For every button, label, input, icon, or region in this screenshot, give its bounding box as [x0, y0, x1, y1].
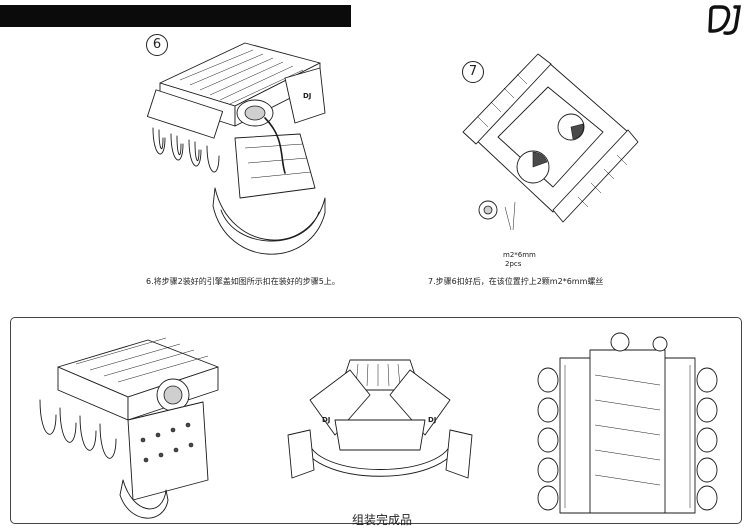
svg-text:DJ: DJ: [322, 416, 330, 424]
svg-text:DJ: DJ: [428, 416, 436, 424]
completed-engine-front-view: DJ DJ: [280, 340, 480, 508]
step-6-caption: 6.将步骤2装好的引擎盖如图所示扣在装好的步骤5上。: [146, 277, 340, 286]
step-6-engine-illustration: DJ: [135, 38, 345, 260]
step-7-caption: 7.步骤6扣好后，在该位置拧上2颗m2*6mm螺丝: [428, 277, 604, 286]
brand-logo: DJ: [705, 2, 747, 38]
brand-logo-icon: [708, 5, 741, 35]
completed-product-frame: [10, 317, 742, 524]
step-number-badge: 6: [146, 34, 168, 56]
completed-engine-top-view: [530, 330, 725, 517]
screw-spec-label: m2*6mm: [503, 251, 536, 259]
header-bar: [0, 5, 351, 27]
step-7-engine-illustration: [443, 42, 643, 257]
completed-engine-side-view: [28, 330, 228, 520]
completed-product-title: 组装完成品: [352, 513, 413, 527]
screw-quantity-label: 2pcs: [505, 260, 522, 268]
svg-text:DJ: DJ: [303, 92, 311, 100]
step-number-badge: 7: [462, 61, 484, 83]
